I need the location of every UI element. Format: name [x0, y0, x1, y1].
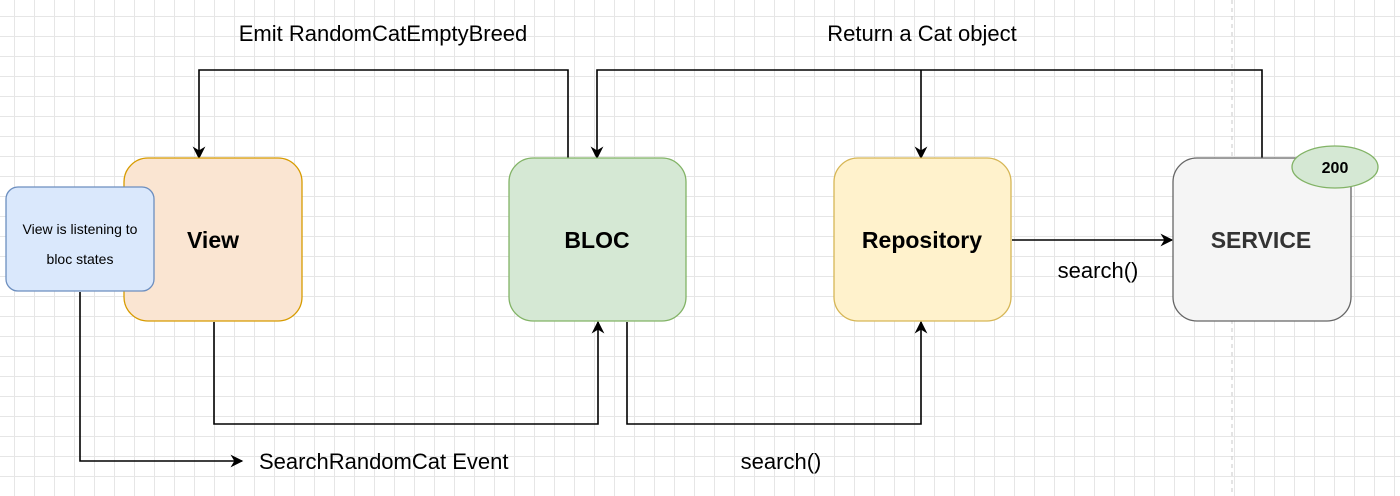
edge-view-to-bloc[interactable] — [213, 320, 605, 425]
edge-label-event: SearchRandomCat Event — [259, 449, 508, 474]
edge-label-emit: Emit RandomCatEmptyBreed — [239, 21, 528, 46]
edge-service-to-bloc[interactable] — [590, 69, 1263, 160]
repository-node[interactable]: Repository — [833, 157, 1012, 322]
edge-bloc-to-view[interactable] — [192, 69, 569, 160]
status-badge-label: 200 — [1322, 160, 1349, 177]
bloc-node-label: BLOC — [564, 227, 629, 253]
service-node-label: SERVICE — [1211, 227, 1312, 253]
edge-label-bloc-search: search() — [741, 449, 822, 474]
service-node-box[interactable] — [1172, 157, 1352, 322]
edge-label-repository-search: search() — [1058, 258, 1139, 283]
repository-node-box[interactable] — [833, 157, 1012, 322]
view-listening-note[interactable]: View is listening to bloc states — [5, 186, 155, 292]
note-line-2: bloc states — [47, 251, 114, 267]
status-badge-shape[interactable] — [1291, 145, 1379, 189]
note-line-1: View is listening to — [23, 221, 138, 237]
status-badge[interactable]: 200 — [1291, 145, 1379, 189]
edge-note-to-event[interactable] — [79, 292, 244, 468]
bloc-node-box[interactable] — [508, 157, 687, 322]
edge-bloc-to-repository[interactable] — [626, 320, 928, 425]
view-node-label: View — [187, 227, 239, 253]
note-box[interactable] — [5, 186, 155, 292]
repository-node-label: Repository — [862, 227, 982, 253]
edge-label-return-cat: Return a Cat object — [827, 21, 1017, 46]
service-node[interactable]: SERVICE — [1172, 157, 1352, 322]
bloc-node[interactable]: BLOC — [508, 157, 687, 322]
